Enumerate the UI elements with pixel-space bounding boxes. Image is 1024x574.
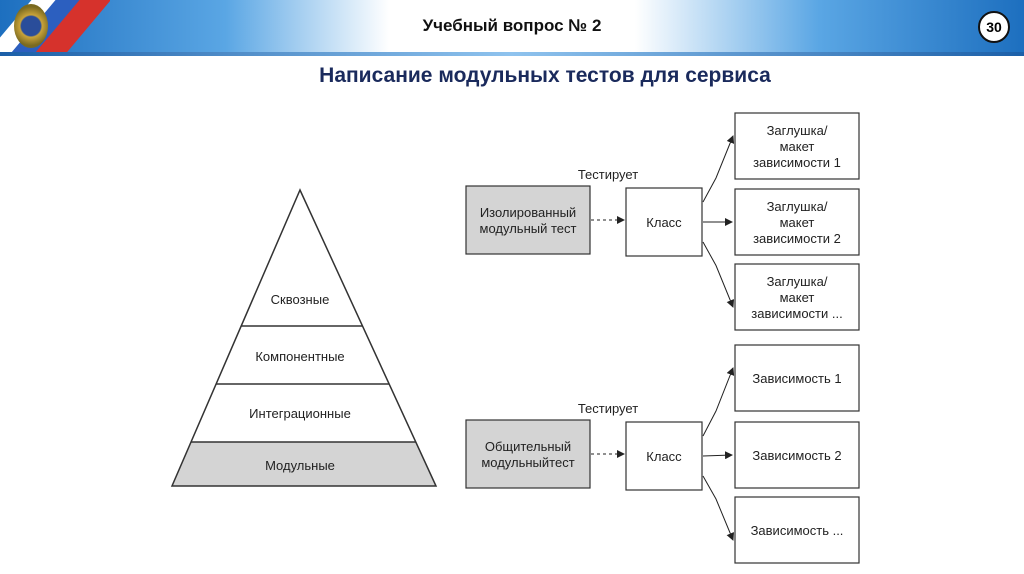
page-number-badge: 30 — [978, 11, 1010, 43]
text-line: Заглушка/ — [767, 199, 828, 214]
dependency-box — [734, 496, 860, 564]
header-title: Учебный вопрос № 2 — [422, 16, 602, 35]
text-line: Общительный — [485, 439, 571, 454]
text-line: макет — [780, 290, 815, 305]
text-line: Зависимость 1 — [752, 371, 841, 386]
text-line: макет — [780, 139, 815, 154]
text-line: Компонентные — [255, 349, 344, 364]
dependency-label: Зависимость ... — [751, 523, 844, 538]
dependency-box — [734, 188, 860, 256]
text-line: зависимости ... — [751, 306, 842, 321]
edge-label: Тестирует — [578, 401, 638, 416]
text-line: зависимости 1 — [753, 155, 841, 170]
text-line: Тестирует — [578, 167, 638, 182]
text-line: Интеграционные — [249, 406, 351, 421]
pyramid-layer-label: Сквозные — [271, 292, 330, 307]
pyramid-base-fill — [172, 442, 436, 486]
header-bar: Учебный вопрос № 2 30 — [0, 0, 1024, 56]
text-line: Зависимость ... — [751, 523, 844, 538]
dependency-box — [734, 263, 860, 331]
pyramid-outline — [170, 188, 438, 487]
pyramid-layer-label: Интеграционные — [249, 406, 351, 421]
dependency-label: Зависимость 1 — [752, 371, 841, 386]
text-line: Тестирует — [578, 401, 638, 416]
text-line: Класс — [646, 215, 682, 230]
class-box — [625, 421, 703, 491]
dependency-box — [734, 112, 860, 180]
arrow — [702, 451, 733, 460]
pyramid-layer-label: Модульные — [265, 458, 335, 473]
pyramid-layer-label: Компонентные — [255, 349, 344, 364]
class-box-label: Класс — [646, 215, 682, 230]
dependency-box — [734, 421, 860, 489]
text-line: модульный тест — [480, 221, 577, 236]
dependency-box — [734, 344, 860, 412]
text-line: макет — [780, 215, 815, 230]
arrow — [702, 241, 735, 308]
text-line: Модульные — [265, 458, 335, 473]
text-line: Сквозные — [271, 292, 330, 307]
arrow — [702, 475, 735, 541]
test-box — [465, 419, 591, 489]
dependency-label: Зависимость 2 — [752, 448, 841, 463]
slide-title: Написание модульных тестов для сервиса — [319, 64, 771, 87]
emblem-logo — [14, 4, 48, 48]
test-box — [465, 185, 591, 255]
arrow — [702, 135, 735, 203]
text-line: Заглушка/ — [767, 123, 828, 138]
edge-label: Тестирует — [578, 167, 638, 182]
text-line: Класс — [646, 449, 682, 464]
arrow — [702, 367, 735, 437]
class-box — [625, 187, 703, 257]
text-line: Изолированный — [480, 205, 576, 220]
class-box-label: Класс — [646, 449, 682, 464]
text-line: Заглушка/ — [767, 274, 828, 289]
text-line: модульныйтест — [481, 455, 574, 470]
text-line: зависимости 2 — [753, 231, 841, 246]
text-line: Зависимость 2 — [752, 448, 841, 463]
